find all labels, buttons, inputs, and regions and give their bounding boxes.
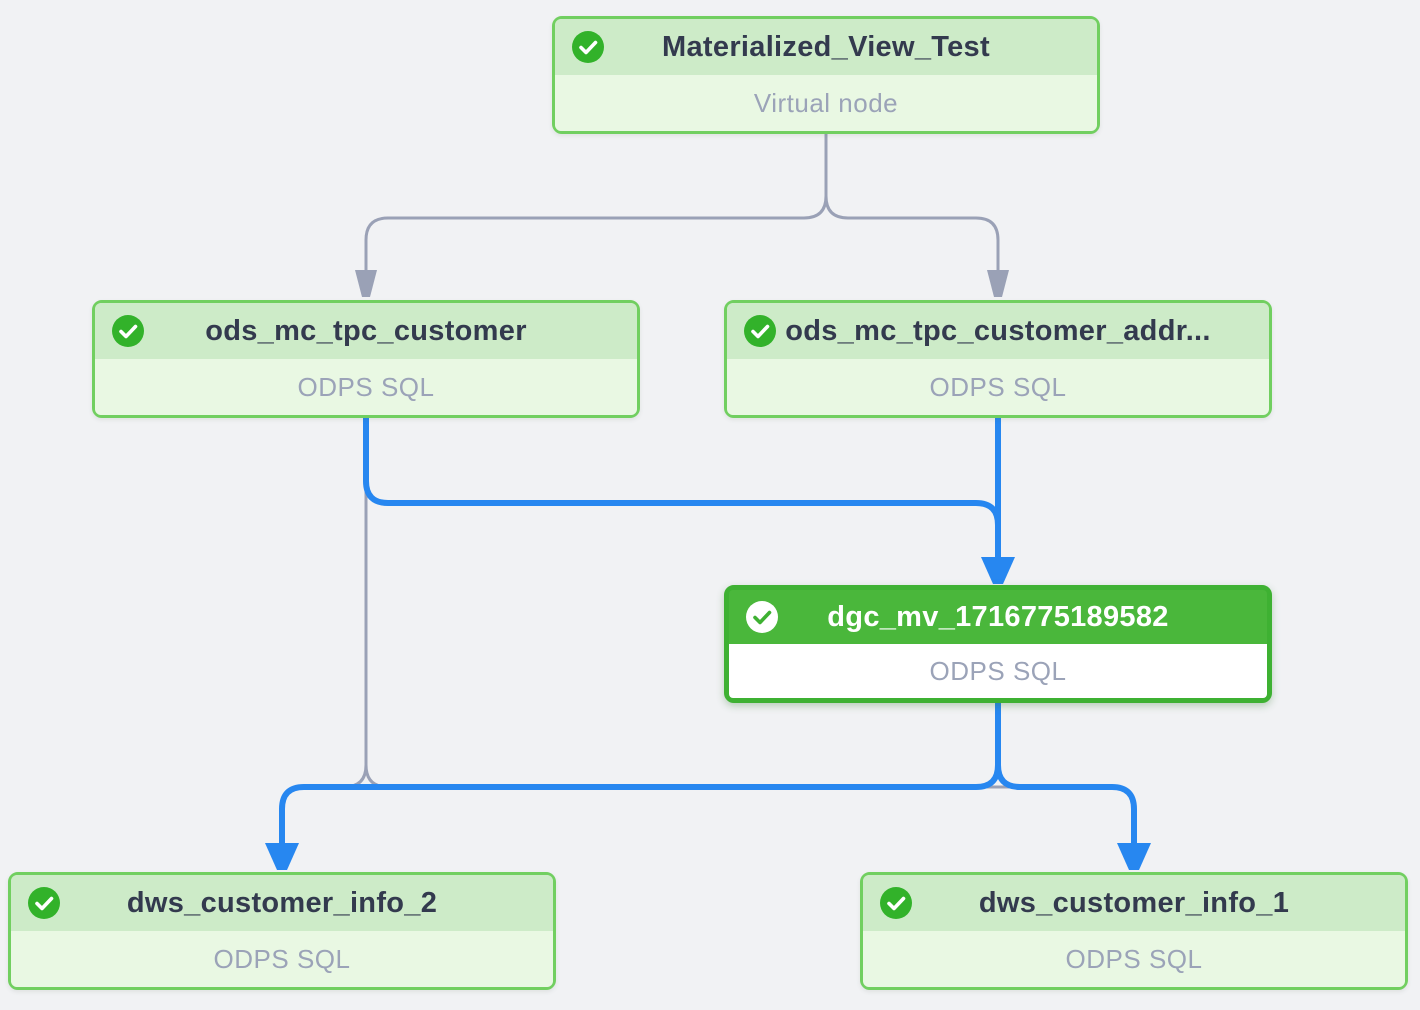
node-dgc-mv-1716775189582[interactable]: dgc_mv_1716775189582 ODPS SQL xyxy=(724,585,1272,703)
edge-ods-customer-to-dws-info-2[interactable] xyxy=(280,418,368,845)
arrowhead-dws-info-1 xyxy=(1117,843,1151,870)
node-type-label: Virtual node xyxy=(555,75,1097,131)
edge-dgc-mv-to-dws-info-1[interactable] xyxy=(995,703,1137,844)
node-header: ods_mc_tpc_customer_addr... xyxy=(727,303,1269,359)
success-check-icon xyxy=(28,887,60,919)
node-type-label: ODPS SQL xyxy=(11,931,553,987)
success-check-icon xyxy=(572,31,604,63)
node-title: Materialized_View_Test xyxy=(662,30,990,63)
node-type-label: ODPS SQL xyxy=(729,644,1267,698)
arrowhead-dgc-mv xyxy=(981,557,1015,584)
edge-dgc-mv-to-dws-info-2[interactable] xyxy=(279,703,1001,844)
success-check-icon xyxy=(880,887,912,919)
node-header: dws_customer_info_1 xyxy=(863,875,1405,931)
node-type-label: ODPS SQL xyxy=(863,931,1405,987)
node-header: Materialized_View_Test xyxy=(555,19,1097,75)
node-header: dws_customer_info_2 xyxy=(11,875,553,931)
node-title: dws_customer_info_1 xyxy=(978,886,1290,919)
arrowhead-ods-mc-tpc-customer xyxy=(355,270,377,297)
node-title: ods_mc_tpc_customer xyxy=(205,314,527,347)
node-title: ods_mc_tpc_customer_addr... xyxy=(785,314,1211,347)
success-check-icon xyxy=(112,315,144,347)
node-dws-customer-info-1[interactable]: dws_customer_info_1 ODPS SQL xyxy=(860,872,1408,990)
success-check-icon xyxy=(746,601,778,633)
node-title: dws_customer_info_2 xyxy=(126,886,438,919)
edge-ods-customer-to-dgc-mv[interactable] xyxy=(363,418,1001,558)
node-header: dgc_mv_1716775189582 xyxy=(729,590,1267,644)
success-check-icon xyxy=(744,315,776,347)
arrowhead-dws-info-2 xyxy=(265,843,299,870)
arrowhead-ods-mc-tpc-customer-addr xyxy=(987,270,1009,297)
node-type-label: ODPS SQL xyxy=(727,359,1269,415)
node-ods-mc-tpc-customer[interactable]: ods_mc_tpc_customer ODPS SQL xyxy=(92,300,640,418)
node-materialized-view-test[interactable]: Materialized_View_Test Virtual node xyxy=(552,16,1100,134)
node-title: dgc_mv_1716775189582 xyxy=(827,600,1169,633)
node-dws-customer-info-2[interactable]: dws_customer_info_2 ODPS SQL xyxy=(8,872,556,990)
node-type-label: ODPS SQL xyxy=(95,359,637,415)
node-ods-mc-tpc-customer-addr[interactable]: ods_mc_tpc_customer_addr... ODPS SQL xyxy=(724,300,1272,418)
edge-mvtest-to-ods-mc-tpc-customer-addr[interactable] xyxy=(824,134,1000,271)
edge-mvtest-to-ods-mc-tpc-customer[interactable] xyxy=(364,134,828,271)
node-header: ods_mc_tpc_customer xyxy=(95,303,637,359)
